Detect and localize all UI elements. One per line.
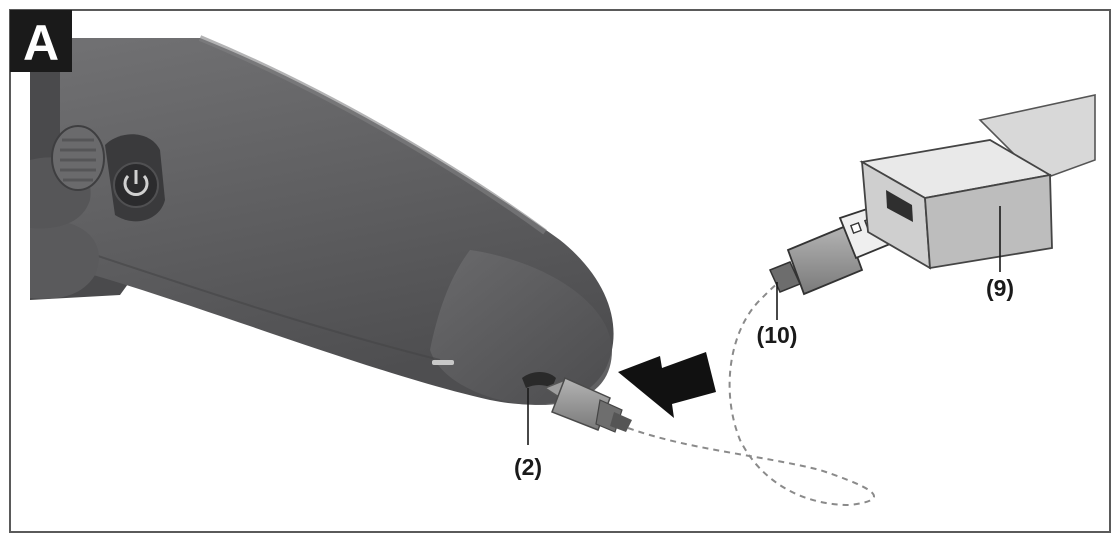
usb-c-port-icon — [522, 372, 556, 388]
callout-port: (2) — [514, 454, 542, 480]
figure-frame — [9, 9, 1111, 533]
power-adapter-icon — [859, 94, 1096, 270]
insert-arrow-icon — [618, 352, 716, 418]
tool-body — [30, 35, 614, 406]
figure-badge-letter: A — [23, 15, 59, 71]
callout-adapter: (9) — [986, 275, 1014, 301]
usb-c-plug-icon — [543, 376, 632, 433]
cable-line — [627, 279, 875, 507]
power-button-icon — [105, 134, 165, 222]
callout-cable: (10) — [757, 322, 798, 348]
figure-badge: A — [10, 10, 72, 72]
speed-wheel-icon — [51, 125, 105, 191]
